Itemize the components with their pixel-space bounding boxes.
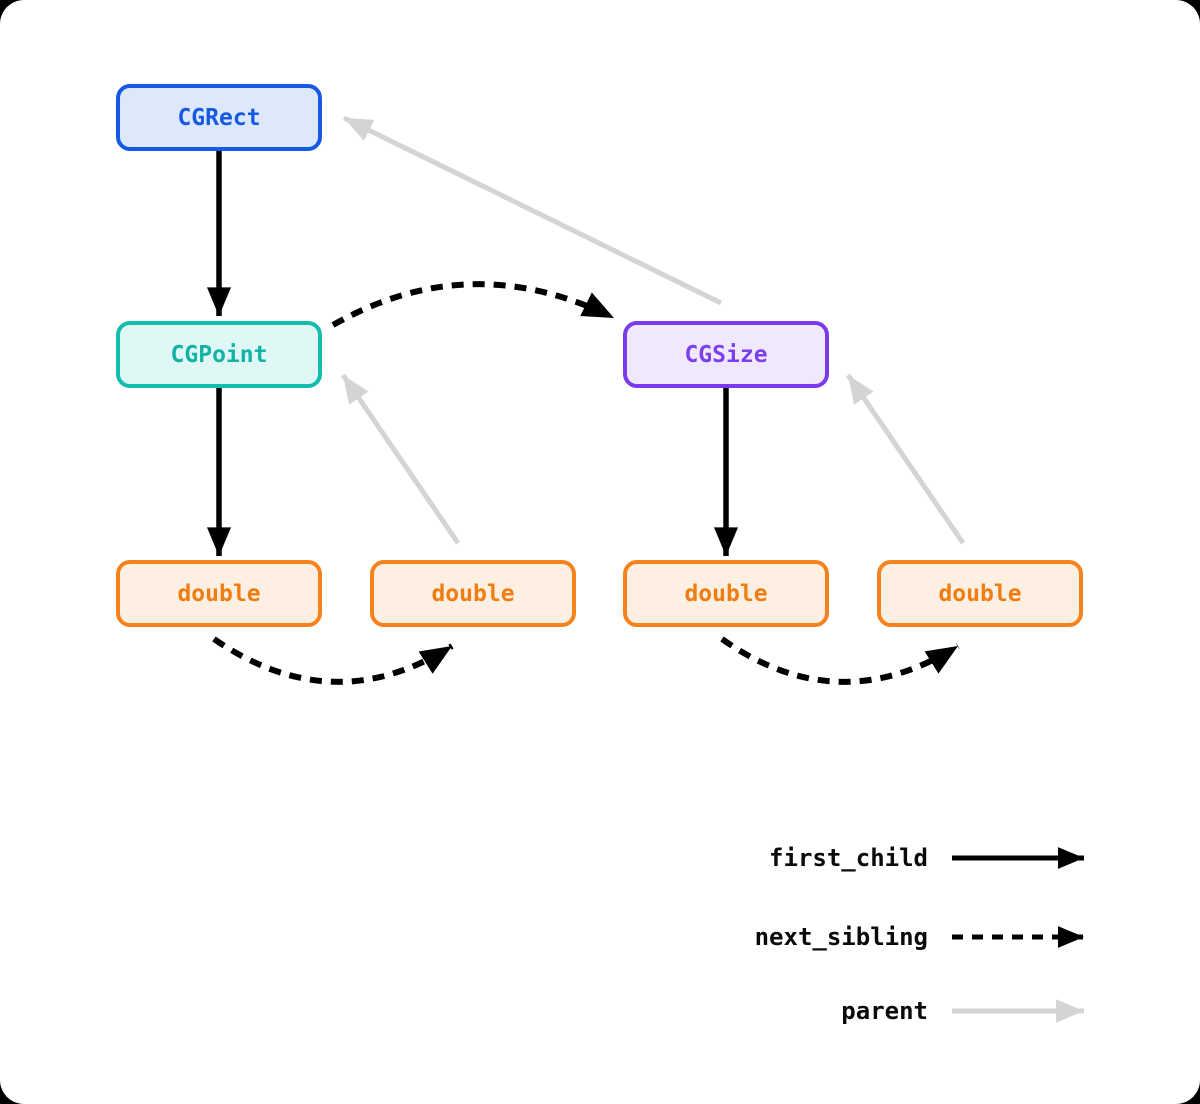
legend-label-next-sibling: next_sibling (754, 923, 928, 951)
node-double-a-label: double (177, 580, 261, 607)
edge-next-sibling-double-a-to-double-b (212, 636, 454, 685)
node-double-c-label: double (684, 580, 768, 607)
node-double-b: double (370, 560, 576, 627)
legend-label-parent: parent (841, 997, 928, 1025)
legend-label-first-child: first_child (769, 844, 928, 872)
edge-next-sibling-cgpoint-to-cgsize (331, 281, 616, 328)
node-cgrect-label: CGRect (177, 104, 261, 131)
edge-next-sibling-double-c-to-double-d (720, 636, 960, 685)
node-cgsize-label: CGSize (684, 341, 768, 368)
edge-parent-double-b-to-cgpoint (340, 373, 461, 545)
node-cgpoint: CGPoint (116, 321, 322, 388)
node-cgpoint-label: CGPoint (170, 341, 268, 368)
node-cgrect: CGRect (116, 84, 322, 151)
node-double-b-label: double (431, 580, 515, 607)
node-double-d: double (877, 560, 1083, 627)
node-double-c: double (623, 560, 829, 627)
node-cgsize: CGSize (623, 321, 829, 388)
node-double-a: double (116, 560, 322, 627)
edge-parent-cgsize-to-cgrect (342, 115, 723, 306)
node-double-d-label: double (938, 580, 1022, 607)
edge-parent-double-d-to-cgsize (845, 373, 966, 545)
